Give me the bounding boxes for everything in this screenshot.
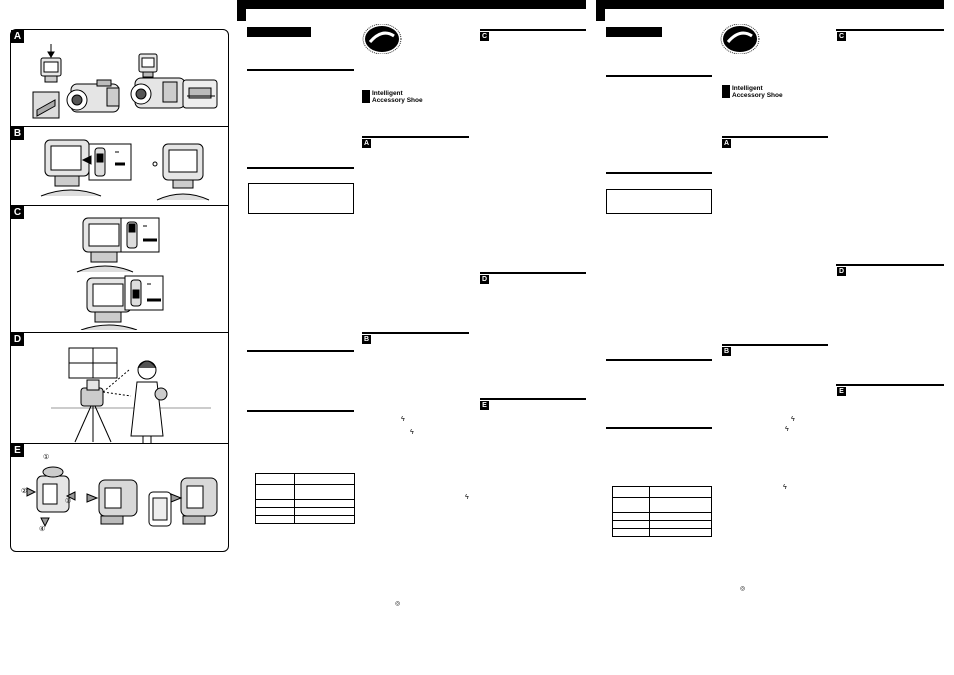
page1-section-a-rule [362, 136, 469, 138]
page2-col1-rule-4 [606, 427, 712, 429]
page2-col1-rule-2 [606, 172, 712, 174]
page1-section-e-rule [480, 398, 586, 400]
page2-section-a-rule [722, 136, 828, 138]
callout-2: ② [21, 488, 28, 495]
page2-section-c-label: C [837, 32, 846, 41]
figure-d-label: D [11, 333, 24, 346]
page1-footnote-mark: ◎ [395, 601, 401, 607]
page1-spec-table [255, 473, 355, 524]
page1-edge-tab [237, 0, 246, 21]
figure-panel: A [10, 29, 229, 552]
flash-symbol: ϟ [791, 416, 795, 423]
page1-col1-rule-2 [247, 167, 354, 169]
flash-symbol: ϟ [783, 484, 787, 491]
page1-section-a-label: A [362, 139, 371, 148]
figure-c-label: C [11, 206, 24, 219]
page1-note-box [248, 183, 354, 214]
page2-col1-rule-1 [606, 75, 712, 77]
page2-logo-line2: Accessory Shoe [732, 92, 783, 99]
page2-edge-tab [596, 0, 605, 21]
page1-title-box [247, 27, 311, 37]
page2-section-b-rule [722, 344, 828, 346]
page2-header-bar [605, 0, 944, 9]
page1-col1-rule-3 [247, 350, 354, 352]
page2-spec-table [612, 486, 712, 537]
i-shoe-logo-icon [362, 90, 370, 103]
page1-section-c-rule [480, 29, 586, 31]
page2-accessory-shoe-logo: Intelligent Accessory Shoe [722, 85, 792, 101]
page2-section-d-rule [836, 264, 944, 266]
page1-col1-rule-1 [247, 69, 354, 71]
page1-section-c-label: C [480, 32, 489, 41]
callout-3: ③ [65, 498, 72, 505]
flash-symbol: ϟ [785, 426, 789, 433]
i-shoe-logo-icon [722, 85, 730, 98]
page1-logo-line1: Intelligent [372, 90, 403, 97]
callout-4: ④ [39, 526, 46, 533]
page2-note-box [606, 189, 712, 214]
figure-e-illustration [26, 466, 218, 528]
page2-section-b-label: B [722, 347, 731, 356]
page1-col1-rule-4 [247, 410, 354, 412]
page1-round-badge-icon [362, 24, 402, 54]
figure-c-illustration [76, 217, 164, 330]
page1-section-e-label: E [480, 401, 489, 410]
figure-e-label: E [11, 444, 24, 457]
page2-section-a-label: A [722, 139, 731, 148]
page2-section-c-rule [836, 29, 944, 31]
page2-col1-rule-3 [606, 359, 712, 361]
page1-section-b-label: B [362, 335, 371, 344]
callout-1: ① [43, 454, 50, 461]
figure-a-label: A [11, 30, 24, 43]
figure-b-label: B [11, 127, 24, 140]
flash-symbol: ϟ [401, 416, 405, 423]
page2-title-box [606, 27, 662, 37]
page2-section-e-rule [836, 384, 944, 386]
page2-section-d-label: D [837, 267, 846, 276]
page1-section-d-rule [480, 272, 586, 274]
page2-round-badge-icon [720, 24, 760, 54]
figure-b-illustration [40, 139, 210, 201]
page1-section-b-rule [362, 332, 469, 334]
page1-logo-line2: Accessory Shoe [372, 97, 423, 104]
figure-a-illustration [32, 44, 218, 119]
page2-footnote-mark: ◎ [740, 586, 746, 592]
flash-symbol: ϟ [465, 494, 469, 501]
page2-section-e-label: E [837, 387, 846, 396]
flash-symbol: ϟ [410, 429, 414, 436]
page1-accessory-shoe-logo: Intelligent Accessory Shoe [362, 90, 432, 106]
page1-header-bar [246, 0, 586, 9]
page1-section-d-label: D [480, 275, 489, 284]
figure-d-illustration [51, 347, 211, 444]
page2-logo-line1: Intelligent [732, 85, 763, 92]
